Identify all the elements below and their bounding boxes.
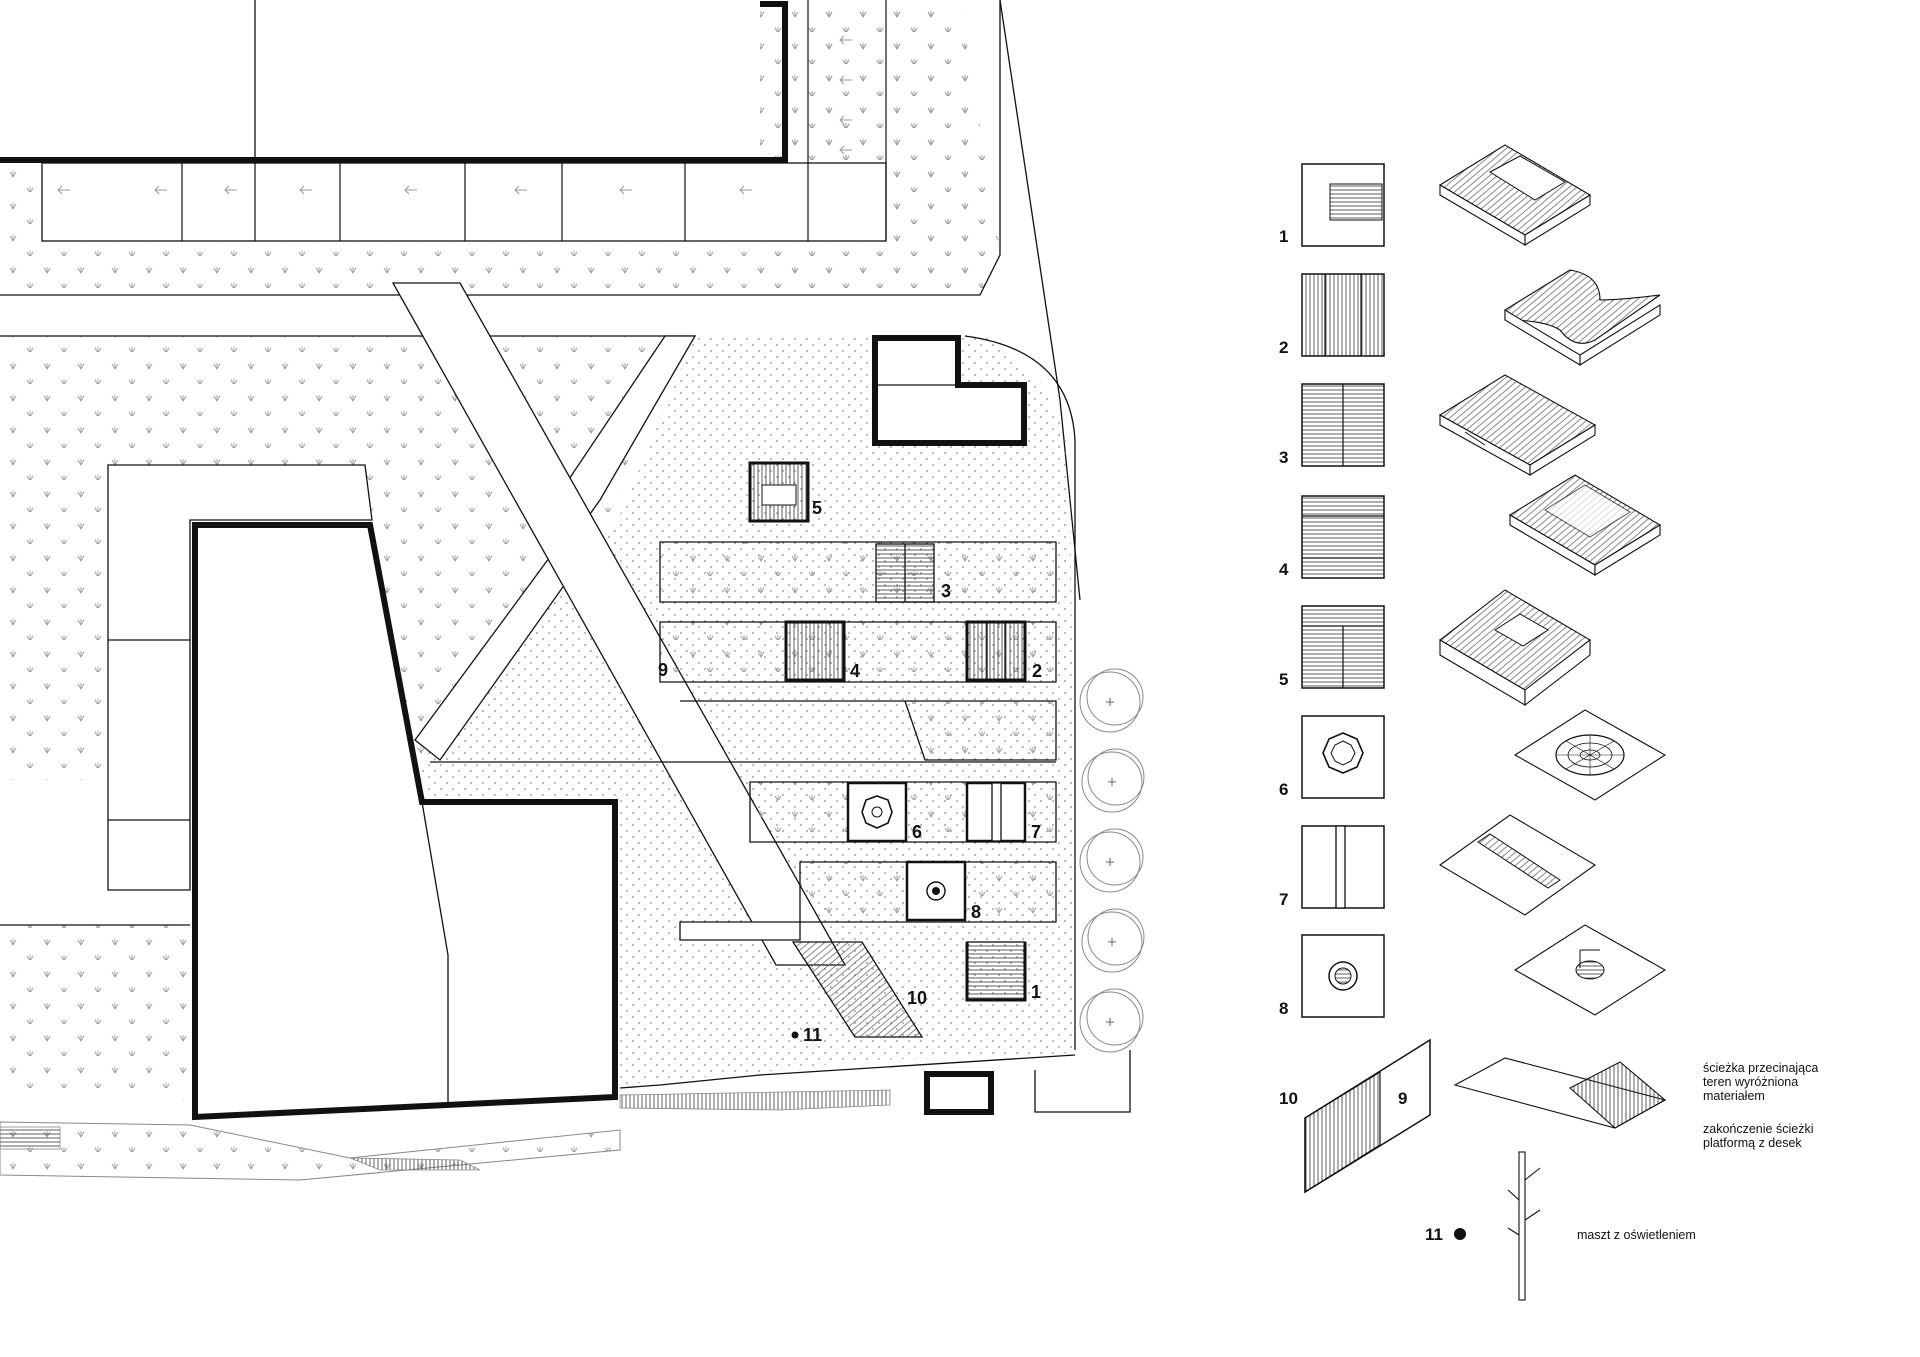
legend-path-10-9: 10 9 (1279, 1038, 1667, 1194)
planter-arrows (57, 35, 852, 195)
bench-4-axonometric (1508, 474, 1662, 576)
bench-3 (875, 543, 935, 603)
legend-number: 3 (1279, 448, 1288, 467)
bench-6-axonometric (1513, 709, 1667, 801)
label-3: 3 (941, 581, 951, 601)
note-line-4: zakończenie ścieżki (1703, 1122, 1813, 1136)
lower-right-features (0, 1050, 1131, 1181)
legend-number: 7 (1279, 890, 1288, 909)
legend-mast-11: 11 maszt z oświetleniem (1425, 1151, 1696, 1301)
bench-7 (965, 781, 1027, 843)
legend-item-2: 2 (1279, 269, 1661, 366)
bench-2-axonometric (1504, 269, 1661, 366)
label-8: 8 (971, 902, 981, 922)
note-line-2: teren wyróżniona (1703, 1075, 1798, 1089)
label-4: 4 (850, 661, 860, 681)
label-5: 5 (812, 498, 822, 518)
legend-number: 5 (1279, 670, 1288, 689)
bench-3-axonometric (1438, 374, 1597, 476)
label-7: 7 (1031, 822, 1041, 842)
north-green-strip (0, 0, 1001, 296)
legend-number-11: 11 (1425, 1225, 1443, 1244)
mast-11-dot (791, 1031, 799, 1039)
bench-5-axonometric (1439, 589, 1591, 707)
bench-1 (965, 941, 1027, 1002)
bench-7-axonometric (1438, 814, 1597, 916)
legend-item-5: 5 (1279, 589, 1591, 707)
site-plan: 5 3 4 2 6 7 8 1 9 10 11 (0, 0, 1145, 1181)
label-9: 9 (658, 660, 668, 680)
bench-6 (846, 781, 908, 843)
planters-west (107, 464, 373, 891)
legend-number: 1 (1279, 227, 1288, 246)
note-line-3: materiałem (1703, 1089, 1765, 1103)
legend-number-10: 10 (1279, 1089, 1298, 1108)
legend-number: 2 (1279, 338, 1288, 357)
legend-number: 4 (1279, 560, 1289, 579)
legend-item-8: 8 (1279, 924, 1667, 1018)
legend-number: 8 (1279, 999, 1288, 1018)
legend-number: 6 (1279, 780, 1288, 799)
label-2: 2 (1032, 661, 1042, 681)
legend-item-3: 3 (1279, 374, 1597, 476)
label-6: 6 (912, 822, 922, 842)
bench-4 (784, 620, 846, 682)
lamp-mast-icon (1507, 1151, 1541, 1301)
label-1: 1 (1031, 982, 1041, 1002)
label-10: 10 (907, 988, 927, 1008)
bench-8 (905, 860, 967, 922)
label-11: 11 (803, 1025, 822, 1045)
legend-number-9: 9 (1398, 1089, 1407, 1108)
bench-1-axonometric (1438, 144, 1592, 246)
tree-row (1079, 668, 1145, 1053)
bench-8-axonometric (1513, 924, 1667, 1016)
building-main (192, 522, 618, 1121)
bench-2 (965, 620, 1027, 682)
building-north (0, 0, 788, 163)
mast-note: maszt z oświetleniem (1577, 1228, 1696, 1242)
legend: 1 2 3 (1279, 144, 1818, 1301)
legend-item-7: 7 (1279, 814, 1597, 916)
legend-item-1: 1 (1279, 144, 1592, 247)
bench-5 (748, 461, 810, 523)
pavilion (872, 335, 1027, 446)
diagonal-path-9 (391, 282, 924, 1038)
mast-dot-icon (1454, 1228, 1466, 1240)
bench-rows (430, 541, 1057, 941)
note-line-5: platformą z desek (1703, 1136, 1802, 1150)
legend-item-6: 6 (1279, 709, 1667, 801)
note-line-1: ścieżka przecinająca (1703, 1061, 1818, 1075)
legend-item-4: 4 (1279, 474, 1662, 579)
